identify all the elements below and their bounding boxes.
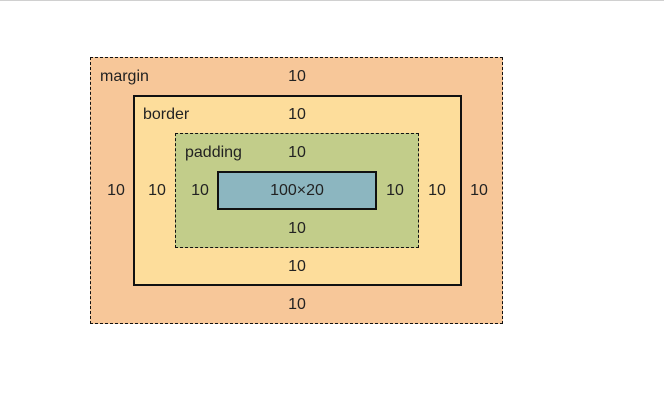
margin-label: margin bbox=[100, 68, 149, 85]
padding-label: padding bbox=[185, 144, 242, 161]
margin-top-value: 10 bbox=[288, 68, 306, 85]
margin-right-value: 10 bbox=[470, 182, 488, 199]
margin-bottom-value: 10 bbox=[288, 296, 306, 313]
margin-left-value: 10 bbox=[107, 182, 125, 199]
padding-bottom-value: 10 bbox=[288, 220, 306, 237]
content-box bbox=[217, 171, 377, 210]
padding-left-value: 10 bbox=[191, 182, 209, 199]
border-right-value: 10 bbox=[428, 182, 446, 199]
content-dimensions: 100×20 bbox=[270, 182, 324, 199]
top-divider bbox=[0, 0, 664, 1]
border-bottom-value: 10 bbox=[288, 258, 306, 275]
padding-right-value: 10 bbox=[386, 182, 404, 199]
padding-top-value: 10 bbox=[288, 144, 306, 161]
border-top-value: 10 bbox=[288, 106, 306, 123]
border-label: border bbox=[143, 106, 190, 123]
border-left-value: 10 bbox=[148, 182, 166, 199]
